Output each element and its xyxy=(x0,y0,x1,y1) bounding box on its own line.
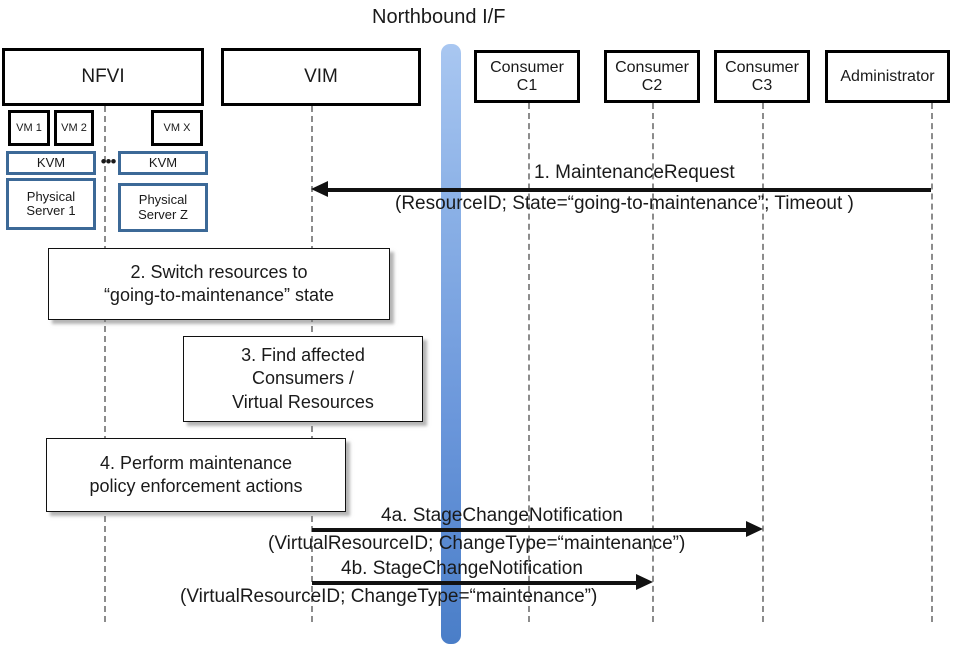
note-4-line-2: policy enforcement actions xyxy=(89,476,303,496)
actor-administrator[interactable]: Administrator xyxy=(825,50,950,103)
lifeline-c2 xyxy=(652,103,654,622)
vm-2-box[interactable]: VM 2 xyxy=(54,110,94,146)
message-4a-arrowhead-icon xyxy=(746,521,763,537)
actor-admin-label: Administrator xyxy=(840,67,935,85)
diagram-title: Northbound I/F xyxy=(372,6,506,28)
message-1-arrow-line xyxy=(325,188,931,192)
kvm-1-label: KVM xyxy=(36,154,66,170)
actor-consumer-c1[interactable]: Consumer C1 xyxy=(474,50,580,103)
actor-consumer-c2[interactable]: Consumer C2 xyxy=(604,50,700,103)
note-switch-resources: 2. Switch resources to “going-to-mainten… xyxy=(48,248,390,320)
note-2-line-1: 2. Switch resources to xyxy=(130,261,308,282)
message-4a-params: (VirtualResourceID; ChangeType=“maintena… xyxy=(268,533,686,554)
vm-1-box[interactable]: VM 1 xyxy=(8,110,50,146)
lifeline-c1 xyxy=(528,103,530,622)
message-4a-arrow-line xyxy=(312,528,746,532)
actor-vim[interactable]: VIM xyxy=(221,48,421,106)
vm-2-label: VM xyxy=(61,121,78,134)
message-4b-arrow-line xyxy=(312,581,636,585)
kvm-2-box[interactable]: KVM xyxy=(118,151,208,175)
note-find-affected-consumers: 3. Find affected Consumers / Virtual Res… xyxy=(183,336,423,422)
vm-1-label: VM xyxy=(16,121,33,134)
server-ellipsis-icon: ••• xyxy=(100,152,117,171)
lifeline-c3 xyxy=(762,103,764,622)
actor-c3-label: Consumer xyxy=(725,58,799,76)
message-4b-params: (VirtualResourceID; ChangeType=“maintena… xyxy=(180,586,598,607)
message-1-arrowhead-icon xyxy=(311,181,328,197)
message-1-params: (ResourceID; State=“going-to-maintenance… xyxy=(395,193,854,214)
actor-c3-sublabel: C3 xyxy=(751,76,773,94)
actor-nfvi[interactable]: NFVI xyxy=(2,48,204,106)
message-1-name: 1. MaintenanceRequest xyxy=(534,162,735,183)
vm-2-index: 2 xyxy=(80,121,87,134)
message-4a-name: 4a. StageChangeNotification xyxy=(381,505,623,526)
message-4b-name: 4b. StageChangeNotification xyxy=(341,558,583,579)
actor-nfvi-label: NFVI xyxy=(81,66,125,88)
note-4-line-1: 4. Perform maintenance xyxy=(99,452,293,473)
physical-server-z-label: Physical xyxy=(138,192,188,208)
lifeline-nfvi xyxy=(104,106,106,622)
actor-c1-label: Consumer xyxy=(490,58,564,76)
physical-server-1-label: Physical xyxy=(26,188,76,204)
vm-x-box[interactable]: VM X xyxy=(151,110,203,146)
kvm-2-label: KVM xyxy=(148,154,178,170)
actor-vim-label: VIM xyxy=(304,66,338,88)
note-3-line-3: Virtual Resources xyxy=(232,391,374,412)
lifeline-admin xyxy=(931,103,933,622)
physical-server-z-box[interactable]: Physical Server Z xyxy=(118,183,208,232)
physical-server-1-index: Server 1 xyxy=(26,203,76,218)
kvm-1-box[interactable]: KVM xyxy=(6,151,96,175)
physical-server-1-box[interactable]: Physical Server 1 xyxy=(6,178,96,230)
vm-x-index: X xyxy=(183,121,191,134)
actor-consumer-c3[interactable]: Consumer C3 xyxy=(714,50,810,103)
actor-c2-sublabel: C2 xyxy=(641,76,663,94)
vm-x-label: VM xyxy=(163,121,181,134)
note-perform-maintenance-policy: 4. Perform maintenance policy enforcemen… xyxy=(46,438,346,512)
actor-c1-sublabel: C1 xyxy=(516,76,538,94)
note-3-line-2: Consumers / xyxy=(251,368,355,389)
vm-1-index: 1 xyxy=(35,121,42,134)
actor-c2-label: Consumer xyxy=(615,58,689,76)
note-3-line-1: 3. Find affected xyxy=(241,345,365,366)
northbound-interface-bar xyxy=(441,44,461,644)
physical-server-z-index: Server Z xyxy=(138,206,188,222)
message-4b-arrowhead-icon xyxy=(636,574,653,590)
note-2-line-2: “going-to-maintenance” state xyxy=(103,285,335,305)
